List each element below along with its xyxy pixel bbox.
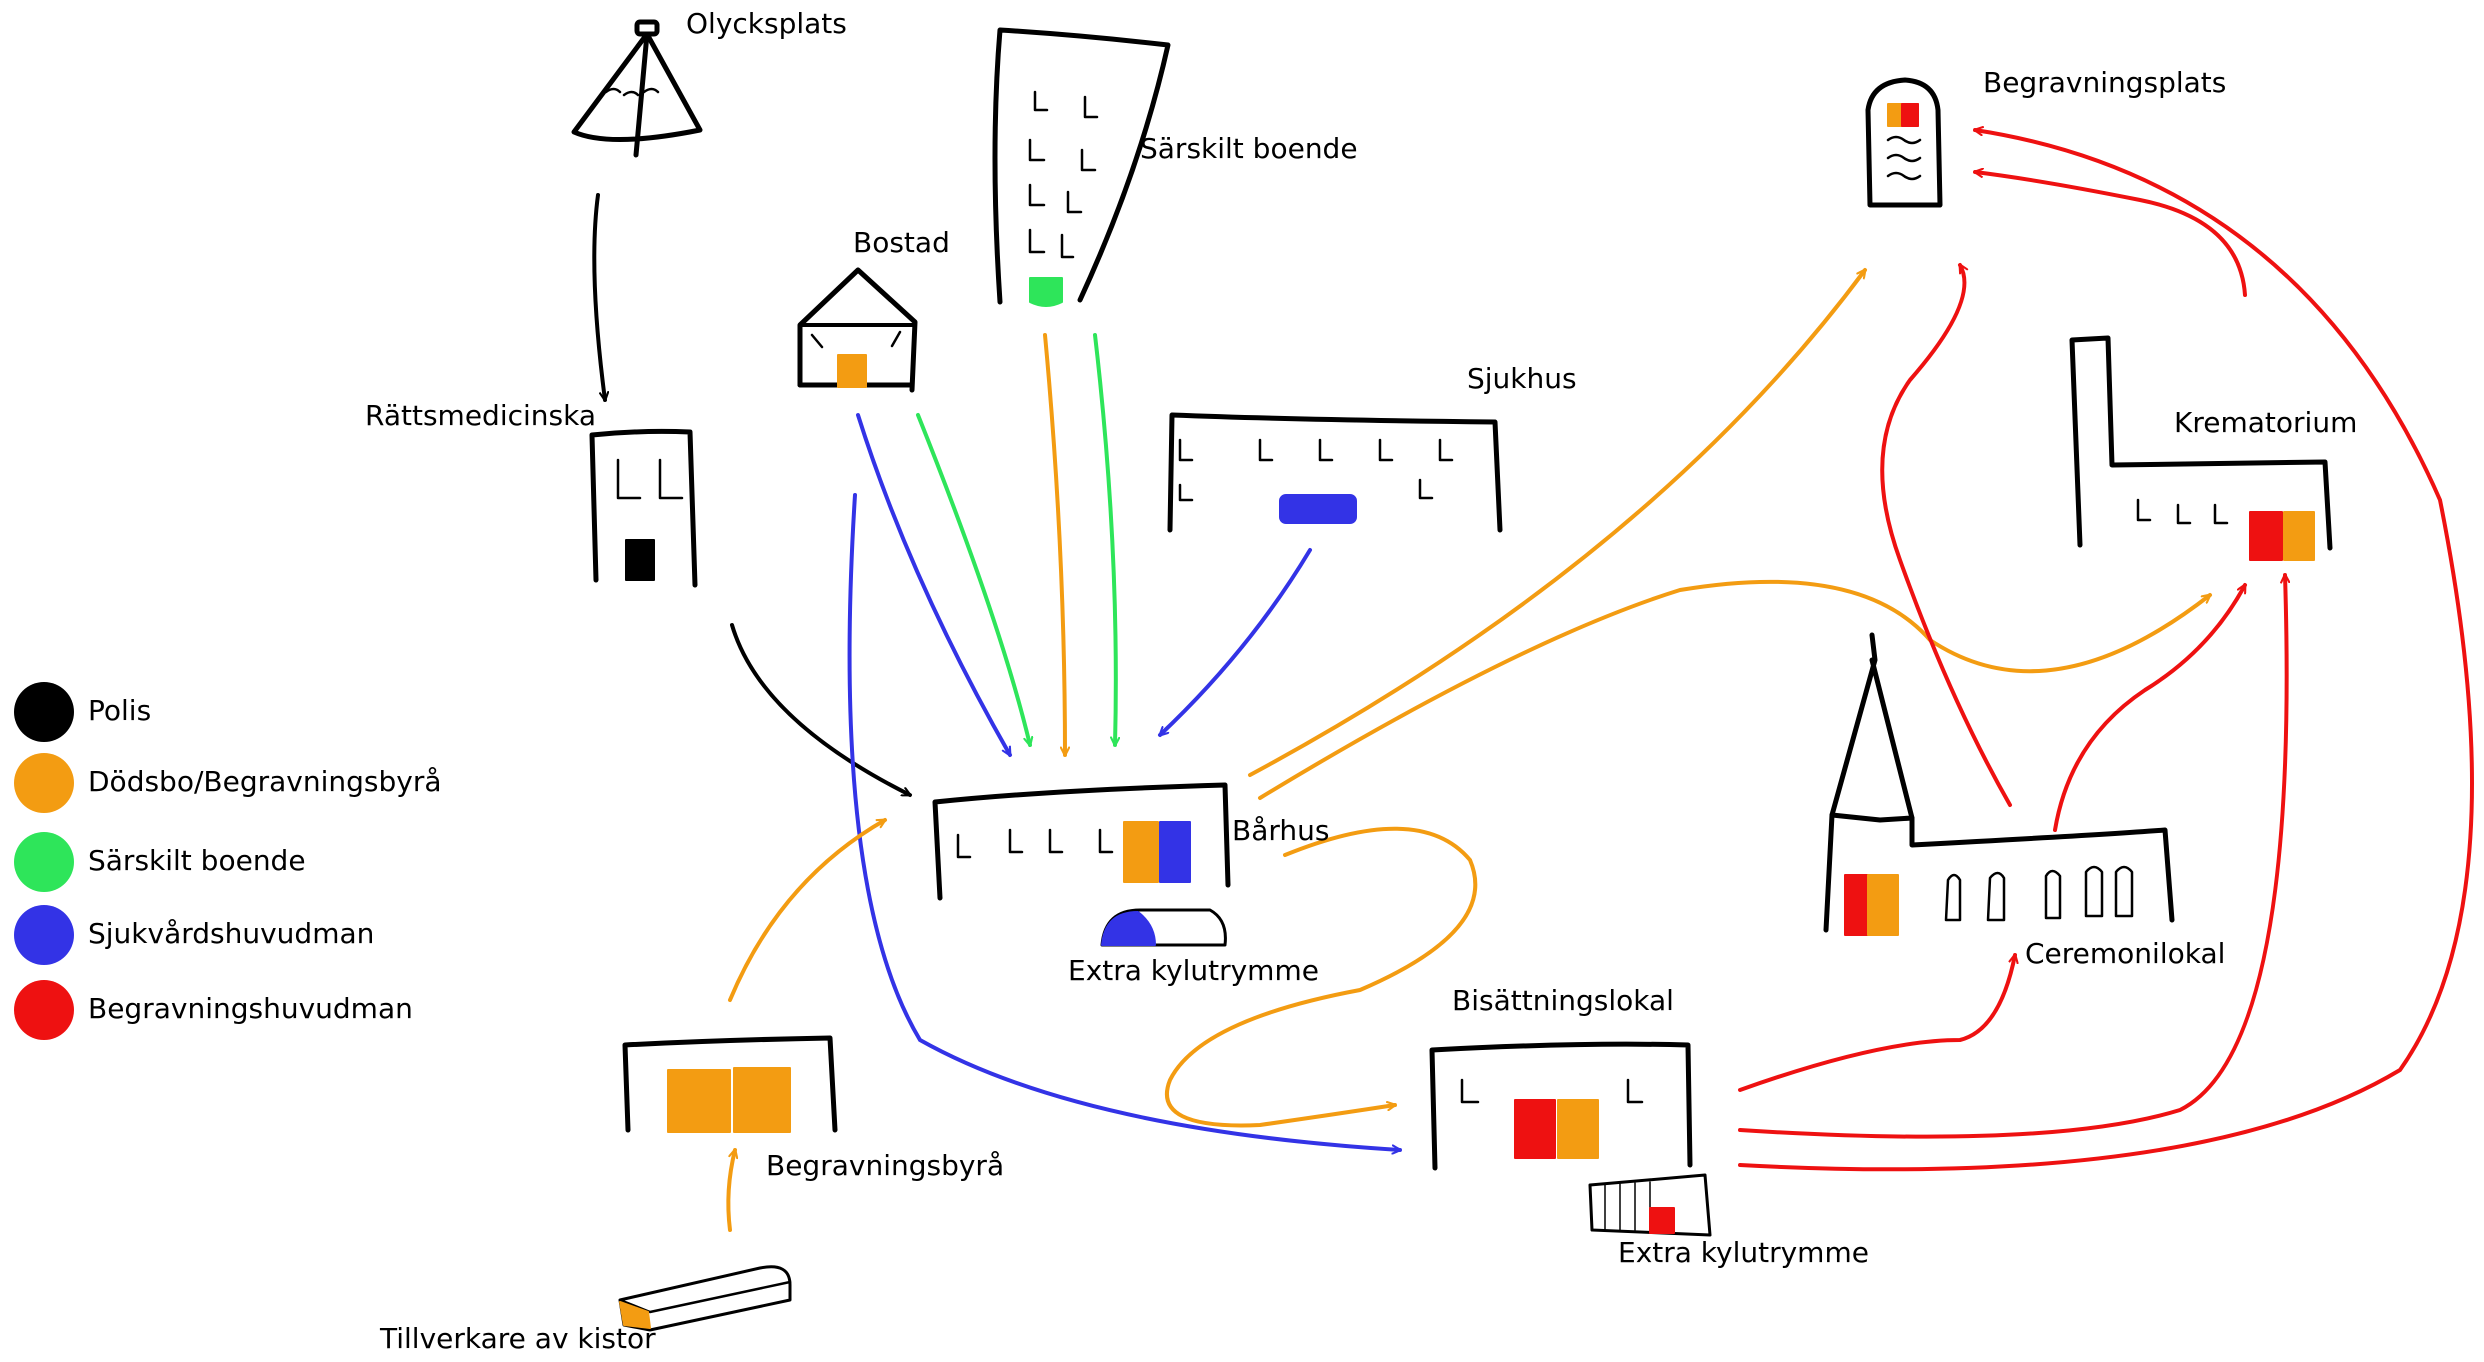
barhus-icon — [932, 782, 1231, 901]
arrow-krematorium-to-begravningsplats-red — [1973, 172, 2247, 297]
arrow-byra-to-barhus-orange — [728, 818, 887, 1002]
arrow-barhus-to-bisattningslokal-orange — [1164, 826, 1478, 1128]
olycksplats-icon — [571, 19, 703, 158]
label-rattsmedicinska: Rättsmedicinska — [365, 399, 596, 432]
arrow-bisattning-to-begravningsplats-red — [1738, 130, 2474, 1172]
legend-swatch-sjukvard — [14, 905, 74, 965]
ceremonilokal-icon — [1823, 632, 2175, 936]
legend-label-polis: Polis — [88, 694, 151, 727]
arrow-bostad-to-bisattningslokal-blue — [847, 493, 1402, 1150]
label-extra-kylutrymme-2: Extra kylutrymme — [1618, 1236, 1869, 1269]
label-olycksplats: Olycksplats — [686, 7, 847, 40]
label-bostad: Bostad — [853, 226, 950, 259]
legend-swatch-dodsbo — [14, 753, 74, 813]
legend-item-begravning: Begravningshuvudman — [14, 980, 413, 1040]
begravningsplats-icon — [1865, 77, 1943, 208]
label-krematorium: Krematorium — [2174, 406, 2357, 439]
legend-item-polis: Polis — [14, 682, 151, 742]
legend-swatch-polis — [14, 682, 74, 742]
label-barhus: Bårhus — [1232, 814, 1329, 847]
bostad-icon — [797, 267, 918, 393]
legend-swatch-sarskilt — [14, 832, 74, 892]
legend-label-dodsbo: Dödsbo/Begravningsbyrå — [88, 765, 442, 798]
rattsmedicinska-icon — [589, 428, 698, 588]
legend-label-sjukvard: Sjukvårdshuvudman — [88, 917, 374, 950]
arrow-barhus-to-begravningsplats-orange — [1248, 268, 1867, 777]
arrow-tillverkare-to-byra-orange — [726, 1148, 735, 1232]
arrow-olycksplats-to-rattsmedicinska — [592, 193, 605, 402]
sarskilt-boende-icon — [992, 27, 1171, 307]
arrow-barhus-to-krematorium-orange — [1258, 579, 2212, 800]
label-sjukhus: Sjukhus — [1467, 362, 1577, 395]
tillverkare-kistor-icon — [618, 1265, 792, 1332]
legend-label-sarskilt: Särskilt boende — [88, 844, 306, 877]
arrow-sarskilt-to-barhus-green — [1093, 333, 1116, 747]
arrow-bostad-to-barhus-blue — [856, 413, 1012, 757]
label-extra-kylutrymme-1: Extra kylutrymme — [1068, 954, 1319, 987]
extra-kylutrymme-2-icon — [1588, 1173, 1712, 1237]
label-sarskilt-boende: Särskilt boende — [1140, 132, 1358, 165]
label-begravningsbyra: Begravningsbyrå — [766, 1149, 1004, 1182]
krematorium-icon — [2069, 335, 2333, 561]
arrow-ceremoni-to-krematorium-red — [2053, 583, 2247, 832]
label-bisattningslokal: Bisättningslokal — [1452, 984, 1674, 1017]
label-tillverkare: Tillverkare av kistor — [379, 1322, 656, 1355]
legend: Polis Dödsbo/Begravningsbyrå Särskilt bo… — [14, 682, 442, 1040]
arrow-sjukhus-to-barhus-blue — [1158, 548, 1312, 737]
arrow-ceremoni-to-begravningsplats-red — [1880, 263, 2012, 807]
extra-kylutrymme-1-icon — [1100, 908, 1227, 947]
arrow-bisattning-to-krematorium-red — [1738, 573, 2287, 1139]
legend-swatch-begravning — [14, 980, 74, 1040]
arrow-bisattning-to-ceremonilokal-red — [1738, 953, 2015, 1092]
legend-item-dodsbo: Dödsbo/Begravningsbyrå — [14, 753, 442, 813]
label-ceremonilokal: Ceremonilokal — [2025, 937, 2225, 970]
begravningsbyra-icon — [622, 1035, 838, 1133]
arrow-sarskilt-to-barhus-orange — [1043, 333, 1065, 757]
sjukhus-icon — [1167, 412, 1503, 533]
arrow-rattsmedicinska-to-barhus — [730, 623, 912, 797]
legend-label-begravning: Begravningshuvudman — [88, 992, 413, 1025]
bisattningslokal-icon — [1429, 1041, 1693, 1171]
arrow-bostad-to-barhus-green — [916, 413, 1030, 747]
legend-item-sarskilt: Särskilt boende — [14, 832, 306, 892]
legend-item-sjukvard: Sjukvårdshuvudman — [14, 905, 374, 965]
label-begravningsplats: Begravningsplats — [1983, 66, 2226, 99]
